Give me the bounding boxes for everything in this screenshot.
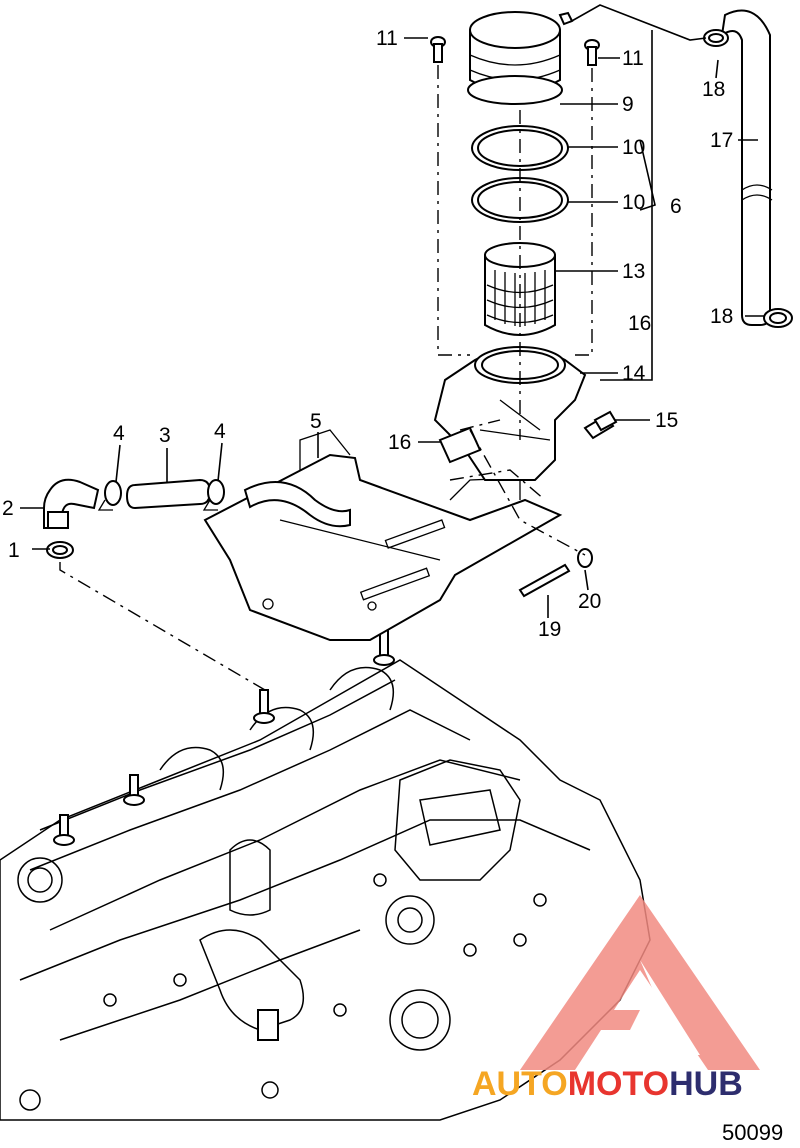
callout-16a: 16 — [628, 312, 651, 335]
callout-18b: 18 — [710, 305, 733, 328]
callout-10a: 10 — [622, 136, 645, 159]
stud-d — [53, 814, 75, 846]
callout-1: 1 — [8, 539, 20, 562]
hose-clamp-18-bottom — [763, 308, 793, 328]
hose-3 — [125, 478, 212, 510]
callout-15: 15 — [655, 409, 678, 432]
callout-4a: 4 — [113, 422, 125, 445]
callout-11b: 11 — [622, 47, 644, 70]
dipstick-tube-19 — [518, 563, 571, 598]
callout-4b: 4 — [214, 420, 226, 443]
callout-2: 2 — [2, 497, 14, 520]
callout-11a: 11 — [376, 27, 398, 50]
screw-11-right — [584, 39, 600, 66]
watermark-logo — [520, 895, 760, 1070]
callout-13: 13 — [622, 260, 645, 283]
center-lines — [59, 65, 593, 691]
breather-cap-9 — [467, 11, 574, 105]
callout-3: 3 — [159, 424, 171, 447]
o-ring-20 — [577, 548, 593, 568]
stud-c — [123, 774, 145, 806]
hose-clamp-4b — [202, 479, 225, 511]
hose-clamp-4a — [97, 480, 122, 511]
callout-20: 20 — [578, 590, 601, 613]
stud-b — [253, 689, 275, 724]
figure-number: 50099 — [722, 1120, 783, 1145]
callout-17: 17 — [710, 129, 733, 152]
callout-10b: 10 — [622, 191, 645, 214]
gasket-16 — [438, 426, 482, 464]
engine-block — [0, 629, 651, 1121]
callout-19: 19 — [538, 618, 561, 641]
callout-16b: 16 — [388, 431, 411, 454]
hose-clamp-18-top — [703, 29, 729, 47]
callouts: 1 2 3 4 4 5 6 9 10 10 11 11 13 14 15 16 … — [2, 27, 733, 641]
screw-11-left — [430, 36, 446, 63]
leader-lines — [20, 4, 765, 618]
callout-6: 6 — [670, 195, 682, 218]
bolt-15 — [583, 410, 618, 440]
callout-5: 5 — [310, 410, 322, 433]
o-ring-1 — [46, 541, 74, 559]
callout-14: 14 — [622, 362, 646, 385]
watermark-text: AUTOMOTOHUB — [472, 1065, 743, 1103]
callout-9: 9 — [622, 93, 634, 116]
callout-18a: 18 — [702, 78, 725, 101]
elbow-fitting-2 — [43, 478, 100, 529]
triangle-logo-mark — [520, 895, 760, 1070]
hose-17 — [720, 9, 773, 326]
bracket-hose — [243, 481, 351, 528]
